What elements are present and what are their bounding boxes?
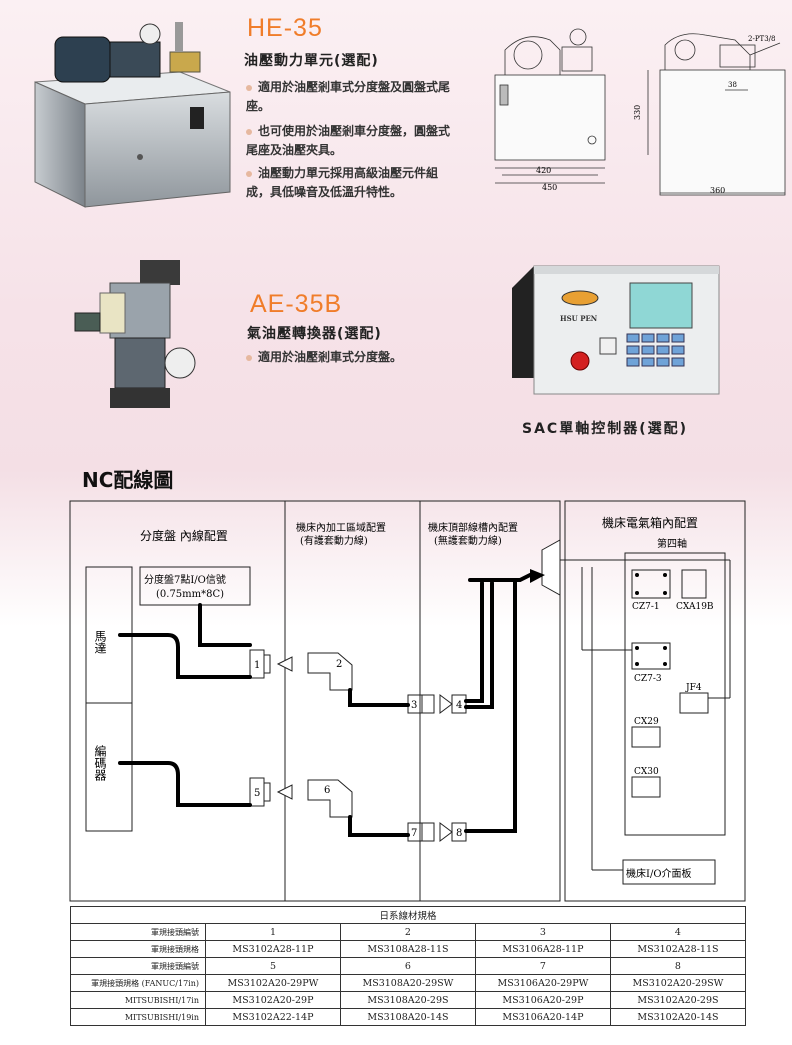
- cxa19b-label: CXA19B: [676, 602, 714, 612]
- sec-machining-area: 機床內加工區域配置: [296, 521, 386, 534]
- bullet-dot-icon: [246, 354, 252, 361]
- bullet-dot-icon: [246, 128, 252, 135]
- nc-wiring-title: NC配線圖: [82, 468, 174, 492]
- hydraulic-unit-photo: [30, 12, 240, 212]
- io-cable-spec: (0.75mm*8C): [156, 589, 224, 600]
- sec-top-channel-note: (無護套動力線): [434, 534, 502, 547]
- dim-pt38: 2-PT3/8: [748, 35, 775, 43]
- sec-electrical-box: 機床電氣箱內配置: [602, 515, 698, 530]
- spec-table-title: 日系線材規格: [70, 906, 746, 924]
- conn-6: 6: [324, 785, 330, 796]
- sec-machining-area-note: (有護套動力線): [300, 534, 368, 547]
- he35-subtitle: 油壓動力單元(選配): [244, 53, 379, 69]
- sac-title: SAC單軸控制器(選配): [522, 421, 688, 437]
- he35-bullet-3: 油壓動力單元採用高級油壓元件組成，具低噪音及低溫升特性。: [246, 166, 439, 199]
- conn-1: 1: [254, 660, 260, 671]
- ae35b-subtitle: 氣油壓轉換器(選配): [247, 326, 382, 342]
- conn-4: 4: [456, 700, 462, 711]
- conn-2: 2: [336, 659, 342, 670]
- dim-360: 360: [710, 186, 725, 195]
- cx29-label: CX29: [634, 717, 659, 727]
- hydraulic-unit-dimension-drawing: 420 450 330 360 38 2-PT3/8: [480, 15, 790, 200]
- encoder-label: 編碼器: [93, 744, 107, 782]
- cx30-label: CX30: [634, 767, 659, 777]
- sac-brand: HSU PEN: [560, 314, 598, 323]
- he35-bullet-1: 適用於油壓剎車式分度盤及圓盤式尾座。: [246, 80, 451, 113]
- dim-330: 330: [633, 105, 642, 120]
- he35-bullet-2: 也可使用於油壓剎車分度盤，圓盤式尾座及油壓夾具。: [246, 124, 451, 157]
- conn-8: 8: [456, 828, 462, 839]
- nc-wiring-diagram: 分度盤 內線配置 機床內加工區域配置 (有護套動力線) 機床頂部線槽內配置 (無…: [60, 495, 760, 905]
- dim-38: 38: [728, 81, 737, 89]
- sec-indexing-internal: 分度盤 內線配置: [140, 528, 228, 543]
- conn-5: 5: [254, 788, 260, 799]
- jf4-label: JF4: [685, 683, 702, 693]
- he35-title: HE-35: [247, 14, 323, 42]
- sec-top-channel: 機床頂部線槽內配置: [428, 521, 518, 534]
- air-oil-converter-photo: [65, 258, 205, 418]
- axis4-label: 第四軸: [657, 537, 687, 550]
- dim-450: 450: [542, 183, 557, 192]
- conn-7: 7: [411, 828, 417, 839]
- io-panel-label: 機床I/O介面板: [626, 867, 692, 880]
- ae35b-bullet-1: 適用於油壓剎車式分度盤。: [246, 348, 496, 367]
- dim-420: 420: [536, 166, 551, 175]
- io-signal-label: 分度盤7點I/O信號: [144, 573, 226, 586]
- bullet-dot-icon: [246, 170, 252, 177]
- cz7-1-label: CZ7-1: [632, 602, 660, 612]
- cz7-3-label: CZ7-3: [634, 674, 662, 684]
- sac-controller-photo: HSU PEN: [512, 258, 722, 398]
- bullet-dot-icon: [246, 84, 252, 91]
- conn-3: 3: [411, 700, 417, 711]
- motor-label: 馬達: [93, 630, 107, 654]
- ae35b-title: AE-35B: [250, 290, 343, 318]
